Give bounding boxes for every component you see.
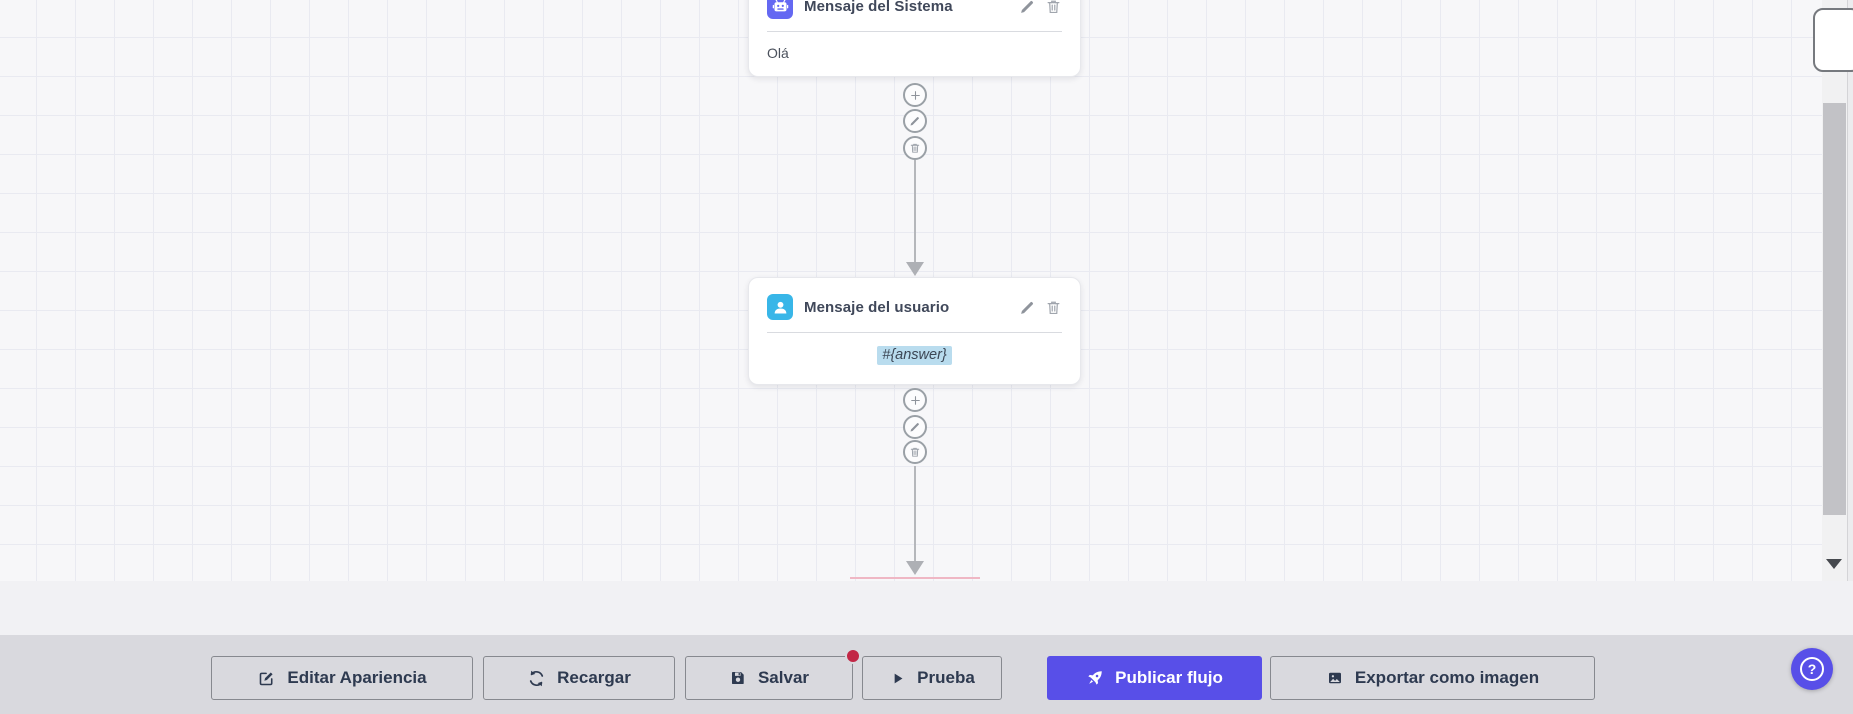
robot-icon: [767, 0, 793, 19]
reload-label: Recargar: [557, 668, 631, 687]
connector-arrowhead: [906, 262, 924, 276]
edit-appearance-label: Editar Apariencia: [287, 668, 427, 687]
user-icon: [767, 294, 793, 320]
save-label: Salvar: [757, 668, 810, 687]
delete-connector-button[interactable]: [903, 440, 927, 464]
edit-appearance-icon: [257, 669, 276, 688]
node-divider: [767, 31, 1062, 32]
save-button[interactable]: Salvar: [685, 656, 853, 700]
export-image-button[interactable]: Exportar como imagen: [1270, 656, 1595, 700]
next-node-top-edge: [850, 577, 980, 579]
flow-canvas[interactable]: Mensaje del Sistema Olá: [0, 0, 1853, 581]
delete-connector-button[interactable]: [903, 136, 927, 160]
delete-node-icon[interactable]: [1045, 0, 1062, 15]
test-button[interactable]: Prueba: [862, 656, 1002, 700]
node-content: Olá: [767, 45, 789, 61]
scrollbar-down-arrow-icon[interactable]: [1826, 559, 1842, 569]
add-node-button[interactable]: [903, 83, 927, 107]
edit-appearance-button[interactable]: Editar Apariencia: [211, 656, 473, 700]
play-icon: [889, 670, 906, 687]
vertical-scrollbar[interactable]: [1822, 0, 1847, 581]
reload-button[interactable]: Recargar: [483, 656, 675, 700]
add-node-button[interactable]: [903, 388, 927, 412]
canvas-footer-band: [0, 581, 1853, 635]
answer-variable-chip: #{answer}: [877, 346, 952, 365]
export-image-label: Exportar como imagen: [1354, 668, 1540, 687]
publish-flow-button[interactable]: Publicar flujo: [1047, 656, 1262, 700]
node-system-message[interactable]: Mensaje del Sistema Olá: [748, 0, 1081, 77]
window-edge-strip: [1847, 0, 1853, 714]
node-header: Mensaje del Sistema: [749, 0, 1080, 19]
node-header: Mensaje del usuario: [749, 294, 1080, 320]
collapsed-side-panel[interactable]: [1813, 8, 1853, 72]
node-user-message[interactable]: Mensaje del usuario #{answer}: [748, 277, 1081, 385]
edit-node-icon[interactable]: [1019, 0, 1036, 15]
question-mark-icon: ?: [1800, 657, 1824, 681]
connector-arrowhead: [906, 561, 924, 575]
publish-flow-label: Publicar flujo: [1115, 668, 1223, 687]
help-button[interactable]: ?: [1791, 648, 1833, 690]
edit-connector-button[interactable]: [903, 415, 927, 439]
node-title: Mensaje del Sistema: [804, 0, 953, 15]
save-icon: [729, 669, 747, 687]
rocket-icon: [1086, 669, 1104, 687]
node-divider: [767, 332, 1062, 333]
node-title: Mensaje del usuario: [804, 298, 950, 316]
delete-node-icon[interactable]: [1045, 299, 1062, 316]
edit-connector-button[interactable]: [903, 109, 927, 133]
edit-node-icon[interactable]: [1019, 299, 1036, 316]
scrollbar-thumb[interactable]: [1823, 103, 1846, 515]
refresh-icon: [527, 669, 546, 688]
connector-line: [914, 466, 916, 562]
connector-line: [914, 160, 916, 262]
bottom-toolbar: Editar Apariencia Recargar: [0, 635, 1853, 714]
test-label: Prueba: [917, 668, 975, 687]
unsaved-changes-badge: [845, 648, 861, 664]
image-icon: [1326, 669, 1344, 687]
